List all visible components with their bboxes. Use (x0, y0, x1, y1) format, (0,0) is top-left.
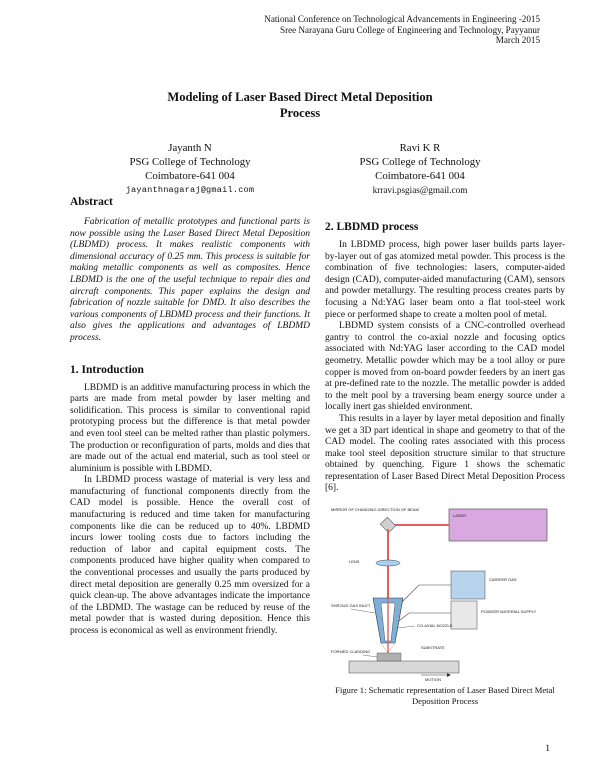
conference-date: March 2015 (495, 35, 540, 46)
lens-label: LENS (349, 559, 360, 564)
laser-label: LASER (453, 513, 466, 518)
intro-paragraph-1: LBDMD is an additive manufacturing proce… (70, 382, 310, 474)
intro-paragraph-2: In LBDMD process wastage of material is … (70, 475, 310, 636)
process-paragraph-1: In LBDMD process, high power laser build… (325, 240, 565, 320)
shroud-label: SHROUD GAS INLET (331, 603, 371, 608)
introduction-heading: 1. Introduction (70, 363, 144, 376)
powder-supply-box (450, 600, 478, 630)
carrier-gas-box (450, 570, 486, 600)
substrate-label: SUBSTRATE (421, 645, 445, 650)
process-paragraph-2: LBDMD system consists of a CNC-controlle… (325, 321, 565, 413)
right-column: 2. LBDMD process In LBDMD process, high … (325, 220, 565, 706)
laser-box (448, 508, 548, 542)
carrier-gas-label: CARRIER GAS (489, 577, 517, 582)
formed-cladding (376, 652, 402, 662)
mirror-label: MIRROR OF CHANGING DIRECTION OF BEAM (331, 507, 419, 512)
motion-label: MOTION (425, 677, 441, 682)
conference-header: National Conference on Technological Adv… (264, 14, 540, 46)
author-name: Ravi K R (399, 142, 441, 154)
college-name: Sree Narayana Guru College of Engineerin… (280, 24, 540, 35)
powder-feed-line (398, 612, 451, 622)
paper-title: Modeling of Laser Based Direct Metal Dep… (60, 90, 540, 121)
author-email[interactable]: krravi.psgias@gmail.com (372, 185, 468, 195)
coaxial-label: CO-AXIAL NOZZLE (417, 623, 453, 628)
figure-caption: Figure 1: Schematic representation of La… (335, 685, 555, 706)
formed-leader (362, 654, 378, 658)
author-2: Ravi K R PSG College of Technology Coimb… (320, 141, 520, 197)
powder-label: POWDER MATERIAL SUPPLY (481, 609, 537, 614)
ldmd-schematic-diagram: LASER MIRROR OF CHANGING DIRECTION OF BE… (331, 507, 548, 682)
author-city: Coimbatore-641 004 (375, 170, 465, 182)
left-column: Abstract Fabrication of metallic prototy… (70, 195, 310, 638)
page-number: 1 (545, 744, 550, 754)
substrate (348, 660, 460, 674)
author-name: Jayanth N (168, 142, 212, 154)
title-line-2: Process (279, 105, 321, 120)
coaxial-leader (396, 625, 416, 629)
gas-feed-line (400, 584, 451, 604)
process-heading: 2. LBDMD process (325, 221, 419, 233)
abstract-text: Fabrication of metallic prototypes and f… (70, 217, 310, 343)
conference-name: National Conference on Technological Adv… (264, 14, 540, 24)
mirror (379, 516, 397, 534)
abstract-heading: Abstract (70, 196, 113, 208)
shroud-leader (350, 608, 376, 614)
formed-label: FORMED CLADDING (331, 649, 370, 654)
author-affiliation: PSG College of Technology (359, 156, 481, 168)
author-email[interactable]: jayanthnagaraj@gmail.com (125, 185, 255, 195)
motion-arrowhead (447, 673, 451, 678)
author-1: Jayanth N PSG College of Technology Coim… (90, 141, 290, 197)
process-paragraph-3: This results in a layer by layer metal d… (325, 413, 565, 494)
title-line-1: Modeling of Laser Based Direct Metal Dep… (167, 90, 433, 104)
lens (375, 559, 401, 567)
author-city: Coimbatore-641 004 (145, 170, 235, 182)
author-affiliation: PSG College of Technology (129, 156, 251, 168)
figure-1-schematic: LASER MIRROR OF CHANGING DIRECTION OF BE… (329, 503, 561, 683)
